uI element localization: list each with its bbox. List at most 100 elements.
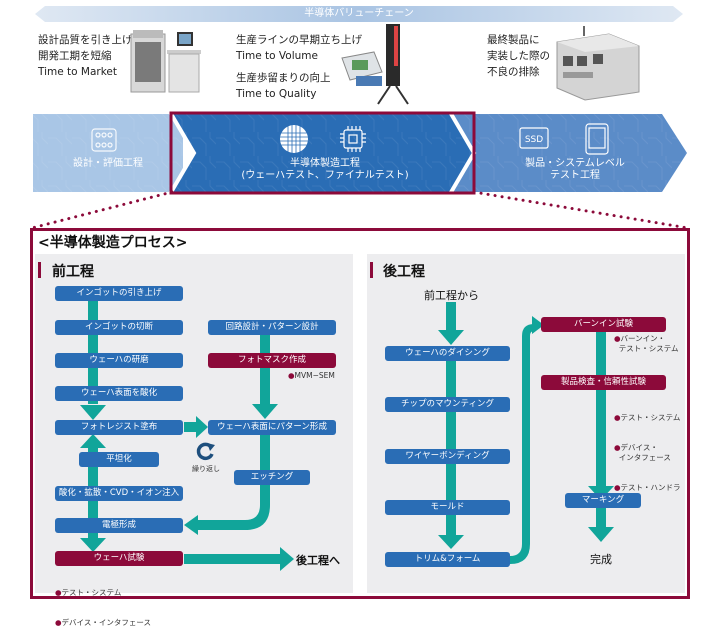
flow-line-to-done [596,505,606,529]
note-item: ●テスト・ハンドラ [614,483,681,493]
inspection-notes: ●テスト・システム ●デバイス・ インタフェース ●テスト・ハンドラ [614,393,681,503]
value-chain-text-2: 生産ラインの早期立ち上げ Time to Volume 生産歩留まりの向上 Ti… [236,32,362,102]
step-oxidation-diffusion-cvd: 酸化・拡散・CVD・イオン注入 [55,486,183,501]
test-system-photo [130,30,201,93]
text-line: 開発工期を短縮 [38,50,112,62]
stage-label-line: 半導体製造工程 [290,158,360,169]
double-arrow-banner-shape [35,6,683,22]
stage-band: SSD [33,110,687,196]
stage-design-evaluation [33,114,183,192]
value-chain-text-3: 最終製品に 実装した際の 不良の排除 [487,32,550,80]
bullet-dot-icon: ● [288,371,295,380]
text-line: 最終製品に [487,34,540,46]
process-title: <半導体製造プロセス> [38,235,188,251]
value-chain-text-1: 設計品質を引き上げ 開発工期を短縮 Time to Market [38,32,133,80]
flow-arrowhead-right [280,547,294,571]
chip-icon [340,126,366,152]
flow-arrowhead-right [532,316,544,334]
flow-line-back-right [596,330,606,490]
step-ingot-pulling: インゴットの引き上げ [55,286,183,301]
text-line: 不良の排除 [487,66,540,78]
flow-line-design [260,332,270,410]
text-line: Time to Volume [236,50,318,62]
photomask-note: ●MVM−SEM [288,371,335,381]
back-end-title-bar [370,262,373,278]
front-end-title-bar [38,262,41,278]
text-line: Time to Market [38,66,118,78]
step-circuit-design: 回路設計・パターン設計 [208,320,336,335]
step-photoresist-coating: フォトレジスト塗布 [55,420,183,435]
flow-line-etching-return [198,434,270,530]
note-item: ●テスト・システム [614,413,681,423]
test-handler-photo [341,24,409,105]
step-planarization: 平坦化 [79,452,159,467]
step-marking: マーキング [565,493,641,508]
flow-arrowhead-up [80,434,106,448]
flow-line-front-top [88,300,98,404]
note-text: テスト・システム [61,588,122,597]
bullet-dot-icon: ● [614,443,621,452]
text-line: 生産歩留まりの向上 [236,72,331,84]
note-text: MVM−SEM [294,371,335,380]
circuit-board-icon [91,128,117,152]
note-item: ●デバイス・ インタフェース [614,443,681,463]
step-burn-in-test: バーンイン試験 [541,317,666,332]
note-item: ●デバイス・インタフェース [55,618,151,628]
stage-label-line: (ウェーハテスト、ファイナルテスト) [241,170,409,181]
flow-arrowhead-down [80,538,106,552]
stage-label-line: 製品・システムレベル [525,158,625,169]
flow-arrowhead-down [588,527,614,542]
stage-label-manufacturing: 半導体製造工程 (ウェーハテスト、ファイナルテスト) [235,158,415,182]
text-line: 生産ラインの早期立ち上げ [236,34,362,46]
stage-semiconductor-manufacturing [168,110,477,196]
stage-system-level-test [440,114,687,192]
svg-text:SSD: SSD [525,135,543,145]
text-line: 設計品質を引き上げ [38,34,133,46]
back-end-title: 後工程 [383,264,425,280]
flow-arrowhead-down [252,404,278,419]
step-wafer-polishing: ウェーハの研磨 [55,353,183,368]
text-line: 実装した際の [487,50,550,62]
front-end-title: 前工程 [52,264,94,280]
stage-label-line: テスト工程 [550,170,600,181]
step-pattern-formation: ウェーハ表面にパターン形成 [208,420,336,435]
stage-label-design: 設計・評価工程 [73,158,143,169]
repeat-icon [196,442,215,461]
flow-line-to-back [184,554,282,564]
step-etching: エッチング [234,470,310,485]
zoom-dotted-lines [30,190,690,230]
note-text: デバイス・インタフェース [61,618,151,627]
step-photomask: フォトマスク作成 [208,353,336,368]
step-electrode-formation: 電極形成 [55,518,183,533]
stage-label-system: 製品・システムレベル テスト工程 [500,158,650,182]
note-text: バーンイン・ テスト・システム [618,334,679,353]
note-text: テスト・システム [620,413,681,422]
highlight-frame [169,111,476,195]
from-front-end-label: 前工程から [424,289,479,302]
value-chain-title: 半導体バリューチェーン [304,8,414,19]
flow-line-from-front [446,302,456,332]
note-text: テスト・ハンドラ [620,483,681,492]
flow-arrowhead-left [184,515,198,535]
step-trim-form: トリム&フォーム [385,552,510,567]
step-chip-mounting: チップのマウンティング [385,397,510,412]
flow-arrows [80,300,614,571]
step-wafer-oxidation: ウェーハ表面を酸化 [55,386,183,401]
bullet-dot-icon: ● [614,334,621,343]
burn-in-notes: ●バーンイン・ テスト・システム [614,334,679,354]
step-mold: モールド [385,500,510,515]
flow-arrowhead-down [80,405,106,420]
flow-line-trim-to-burnin [510,324,534,564]
flow-line-right [184,422,198,432]
note-item: ●テスト・システム [55,588,151,598]
repeat-label: 繰り返し [192,465,220,473]
flow-line-back-left [446,355,456,535]
bullet-dot-icon: ● [55,588,62,597]
step-product-inspection: 製品検査・信頼性試験 [541,375,666,390]
flow-arrowhead-down [438,535,464,549]
wafer-test-notes: ●テスト・システム ●デバイス・インタフェース [55,568,151,638]
to-back-end-label: 後工程へ [296,554,340,567]
system-level-tester-photo [556,26,640,101]
text-line: Time to Quality [236,88,317,100]
step-dicing: ウェーハのダイシング [385,346,510,361]
